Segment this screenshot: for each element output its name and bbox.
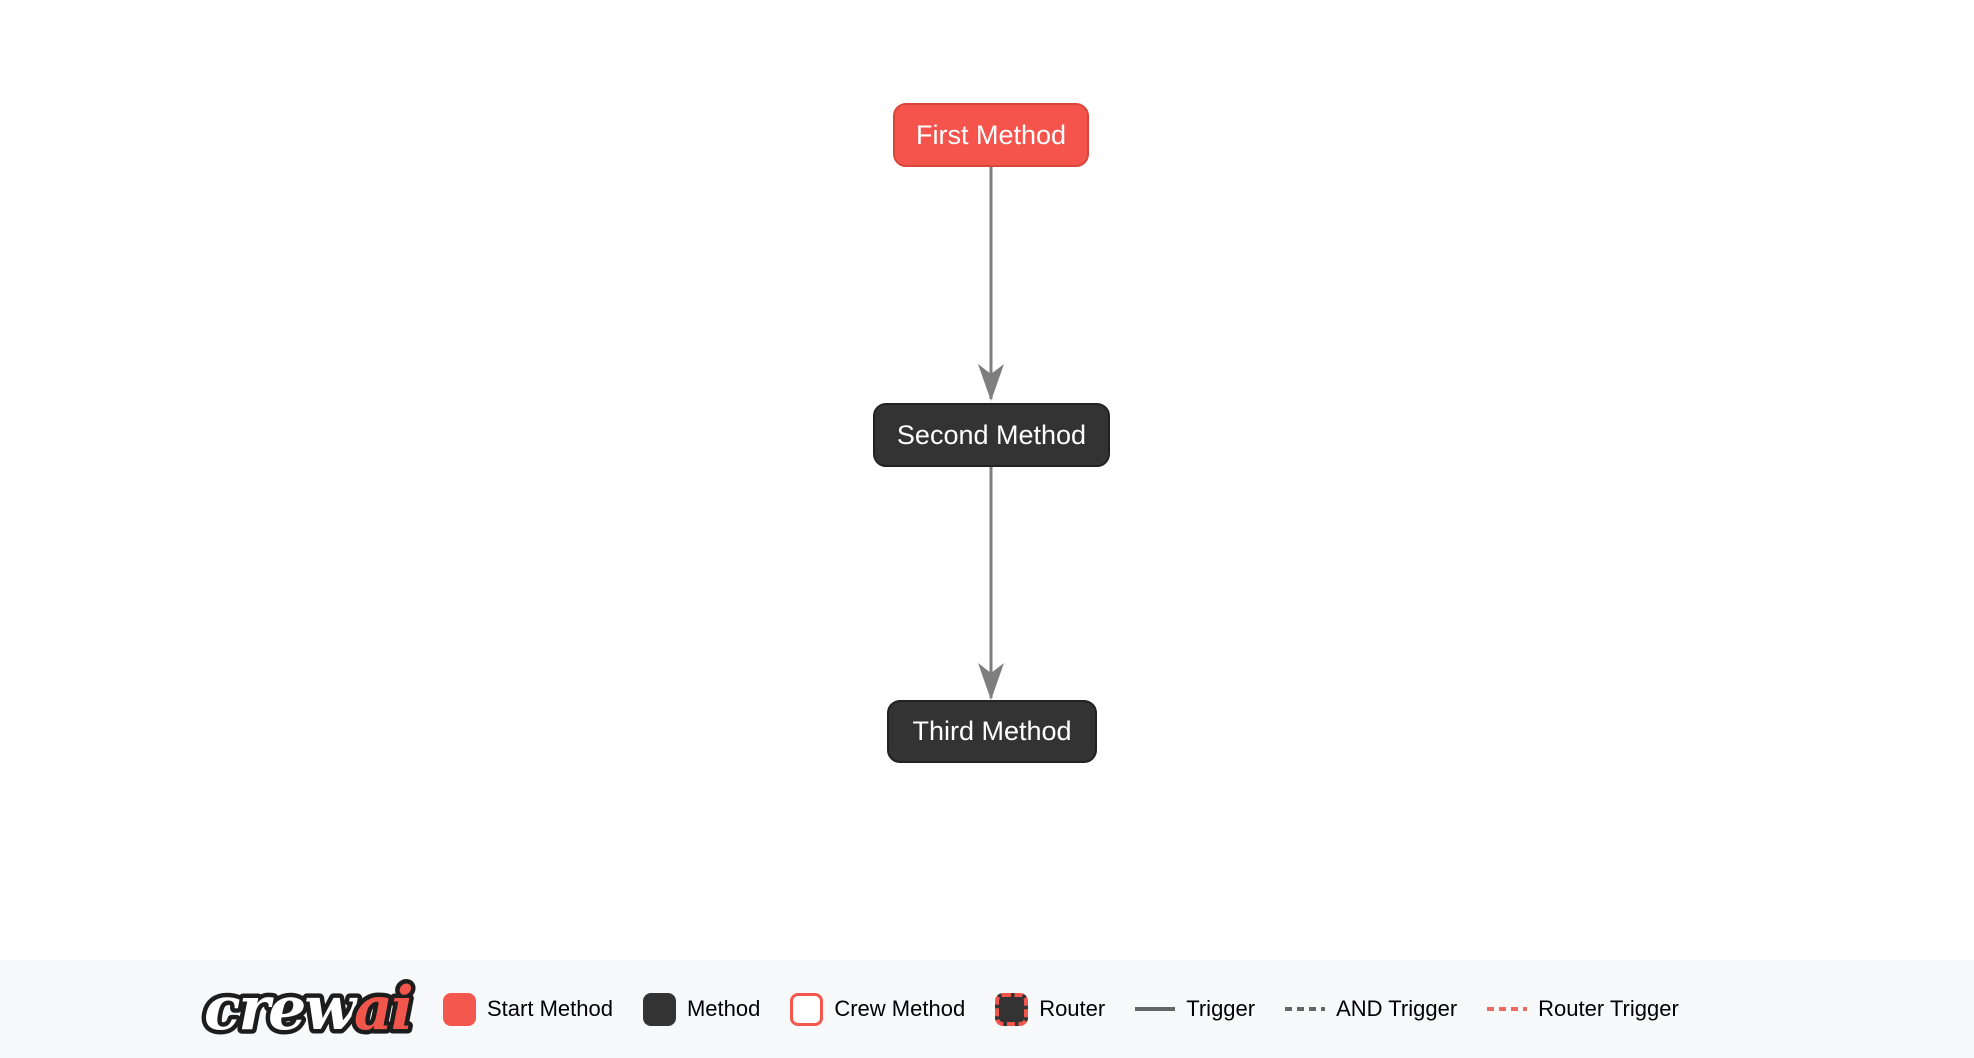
legend-item-and-trigger: AND Trigger xyxy=(1285,996,1457,1022)
legend-label: Trigger xyxy=(1186,996,1256,1021)
legend-item-method: Method xyxy=(642,992,761,1026)
arrowhead-down-icon xyxy=(978,364,1004,401)
legend-label: Start Method xyxy=(487,996,613,1021)
method-swatch-icon xyxy=(642,992,676,1026)
legend-item-router-trigger: Router Trigger xyxy=(1487,996,1679,1022)
crewai-logo: crewai xyxy=(198,969,428,1051)
router-swatch-icon xyxy=(995,992,1029,1026)
legend-items: Start Method Method Crew Method Router T… xyxy=(443,960,1679,1058)
edge-second-to-third xyxy=(978,467,1004,700)
legend-label: AND Trigger xyxy=(1336,996,1458,1021)
legend-item-crew-method: Crew Method xyxy=(790,992,966,1026)
legend-item-trigger: Trigger xyxy=(1135,996,1255,1022)
start-method-swatch-icon xyxy=(443,992,476,1026)
legend-label: Crew Method xyxy=(834,996,966,1021)
and-trigger-line-icon xyxy=(1285,1007,1326,1011)
arrowhead-down-icon xyxy=(978,663,1004,700)
flow-canvas[interactable]: First Method Second Method Third Method xyxy=(0,0,1974,960)
legend-label: Method xyxy=(686,996,761,1021)
logo-ai-text: ai xyxy=(354,974,412,1044)
crewai-logo-icon: crewai xyxy=(200,970,419,1049)
legend-item-start-method: Start Method xyxy=(443,992,613,1026)
router-trigger-line-icon xyxy=(1487,1007,1528,1011)
logo-crew-text: crew xyxy=(204,974,358,1044)
legend-bar: crewai Start Method Method Crew Method R… xyxy=(0,960,1974,1058)
node-first-method[interactable]: First Method xyxy=(893,103,1089,167)
legend-item-router: Router xyxy=(995,992,1106,1026)
legend-label: Router xyxy=(1039,996,1106,1021)
trigger-line-icon xyxy=(1135,1007,1176,1011)
legend-label: Router Trigger xyxy=(1538,996,1679,1021)
node-third-method[interactable]: Third Method xyxy=(887,700,1097,763)
svg-text:crewai: crewai xyxy=(204,974,412,1044)
edge-first-to-second xyxy=(978,167,1004,401)
node-second-method[interactable]: Second Method xyxy=(873,403,1110,467)
crew-method-swatch-icon xyxy=(790,992,824,1026)
